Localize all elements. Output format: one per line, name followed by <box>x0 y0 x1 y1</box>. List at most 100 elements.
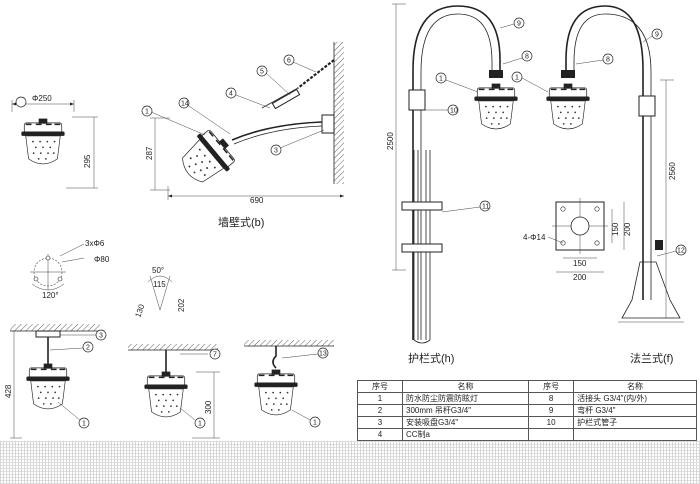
flange-callout-9: 9 <box>642 28 663 43</box>
flange-callout-12: 12 <box>656 244 687 257</box>
wall-caption: 墙壁式(b) <box>218 215 264 229</box>
svg-text:1: 1 <box>439 76 443 83</box>
parts-table-header: 序号 名称 序号 名称 <box>357 380 697 393</box>
svg-text:1: 1 <box>82 421 86 428</box>
flange-callout-8: 8 <box>575 53 614 65</box>
header-no-2: 序号 <box>528 380 575 393</box>
ceiling-holes-label: 3xΦ6 <box>85 239 105 248</box>
svg-text:1: 1 <box>515 75 519 82</box>
wall-callout-6: 6 <box>283 54 317 73</box>
ceiling-angle-label: 120° <box>42 291 59 300</box>
row-no: 10 <box>528 416 575 429</box>
pendant-height-label: 300 <box>204 400 213 414</box>
svg-text:1: 1 <box>198 421 202 428</box>
plate-outer-height-label: 200 <box>623 222 632 236</box>
svg-text:8: 8 <box>606 57 610 64</box>
row-no: 4 <box>357 428 403 441</box>
guardrail-callout-9: 9 <box>499 17 525 29</box>
svg-text:8: 8 <box>525 54 529 61</box>
scan-noise-strip <box>0 441 700 484</box>
row-name: 300mm 吊杆G3/4" <box>401 404 530 417</box>
top-callout-1 <box>15 96 27 108</box>
guardrail-view: 2500 9 8 1 10 11 护栏式(h) <box>386 3 533 365</box>
guardrail-caption: 护栏式(h) <box>408 351 454 365</box>
wall-callout-14: 14 <box>178 97 231 135</box>
wall-callout-1: 1 <box>141 105 206 136</box>
svg-text:6: 6 <box>287 58 291 65</box>
row-name: 弯杆 G3/4" <box>573 404 697 417</box>
row-name: 安装吸盘G3/4" <box>401 416 530 429</box>
header-name-1: 名称 <box>401 380 530 393</box>
ceiling-callout-1: 1 <box>57 401 90 429</box>
guardrail-height-label: 2500 <box>386 132 395 150</box>
wall-callout-3: 3 <box>270 129 325 156</box>
ceiling-callout-2: 2 <box>49 341 94 353</box>
hook-view: 13 1 <box>244 340 334 428</box>
ceiling-mount-view: 3xΦ6 Φ80 120° 428 3 2 1 <box>4 239 110 439</box>
row-no <box>528 428 575 441</box>
guardrail-callout-8: 8 <box>502 50 533 65</box>
svg-text:12: 12 <box>677 248 685 255</box>
svg-text:9: 9 <box>655 32 659 39</box>
front-height-label: 295 <box>83 154 92 168</box>
table-row: 2 300mm 吊杆G3/4" 9 弯杆 G3/4" <box>357 404 697 417</box>
row-name: 护栏式管子 <box>573 416 697 429</box>
row-name <box>573 428 697 441</box>
pendant-angle-label: 50° <box>152 266 164 275</box>
parts-table: 序号 名称 序号 名称 1 防水防尘防震防眩灯 8 活接头 G3/4"(内/外)… <box>357 380 697 441</box>
header-no-1: 序号 <box>357 380 403 393</box>
hook-callout-13: 13 <box>281 347 329 359</box>
svg-text:2: 2 <box>86 345 90 352</box>
guardrail-callout-11: 11 <box>441 200 491 213</box>
row-no: 8 <box>528 392 575 405</box>
svg-text:14: 14 <box>181 101 189 108</box>
flange-callout-1: 1 <box>511 71 549 93</box>
wall-callout-5: 5 <box>256 65 291 96</box>
wall-mount-view: 690 287 1 14 4 5 6 3 墙壁式(b) <box>141 42 344 229</box>
pendant-d3-label: 130 <box>133 303 146 319</box>
guardrail-callout-1: 1 <box>435 72 479 93</box>
table-row: 3 安装吸盘G3/4" 10 护栏式管子 <box>357 416 697 429</box>
ceiling-diameter-label: Φ80 <box>94 255 110 264</box>
plate-outer-width-label: 200 <box>573 273 587 282</box>
row-no: 3 <box>357 416 403 429</box>
pendant-view: 50° 115 202 130 300 7 1 <box>128 266 221 439</box>
plate-inner-height-label: 150 <box>611 222 620 236</box>
wall-height-label: 287 <box>145 146 154 160</box>
flange-height-label: 2560 <box>668 162 677 180</box>
table-row: 1 防水防尘防震防眩灯 8 活接头 G3/4"(内/外) <box>357 392 697 405</box>
pendant-d2-label: 202 <box>177 298 186 312</box>
front-diameter-label: Φ250 <box>32 94 52 103</box>
svg-text:11: 11 <box>482 204 489 211</box>
pendant-callout-7: 7 <box>180 348 221 360</box>
row-name: 防水防尘防震防眩灯 <box>401 392 530 405</box>
svg-text:5: 5 <box>260 69 264 76</box>
svg-text:1: 1 <box>145 109 149 116</box>
svg-text:3: 3 <box>99 333 103 340</box>
guardrail-callout-10: 10 <box>425 104 459 116</box>
ceiling-height-label: 428 <box>4 384 13 398</box>
row-no: 9 <box>528 404 575 417</box>
pendant-d1-label: 115 <box>153 280 166 289</box>
flange-view: 2560 9 8 1 12 4-Φ14 150 200 150 200 法兰式(… <box>511 5 687 365</box>
row-no: 2 <box>357 404 403 417</box>
front-view: Φ250 295 <box>11 94 98 189</box>
svg-text:4: 4 <box>229 91 233 98</box>
svg-text:3: 3 <box>274 148 278 155</box>
row-name: CC制a <box>401 428 530 441</box>
wall-callout-4: 4 <box>225 87 271 109</box>
table-row: 4 CC制a <box>357 428 697 441</box>
plate-holes-label: 4-Φ14 <box>523 233 546 242</box>
svg-text:10: 10 <box>450 108 458 115</box>
svg-text:13: 13 <box>319 351 327 358</box>
pendant-callout-1: 1 <box>179 407 206 429</box>
svg-text:9: 9 <box>517 21 521 28</box>
row-name: 活接头 G3/4"(内/外) <box>573 392 697 405</box>
hook-callout-1: 1 <box>291 409 321 428</box>
plate-inner-width-label: 150 <box>573 259 587 268</box>
svg-text:1: 1 <box>313 420 317 427</box>
ceiling-callout-3: 3 <box>60 329 107 341</box>
header-name-2: 名称 <box>573 380 697 393</box>
flange-caption: 法兰式(f) <box>630 351 673 365</box>
